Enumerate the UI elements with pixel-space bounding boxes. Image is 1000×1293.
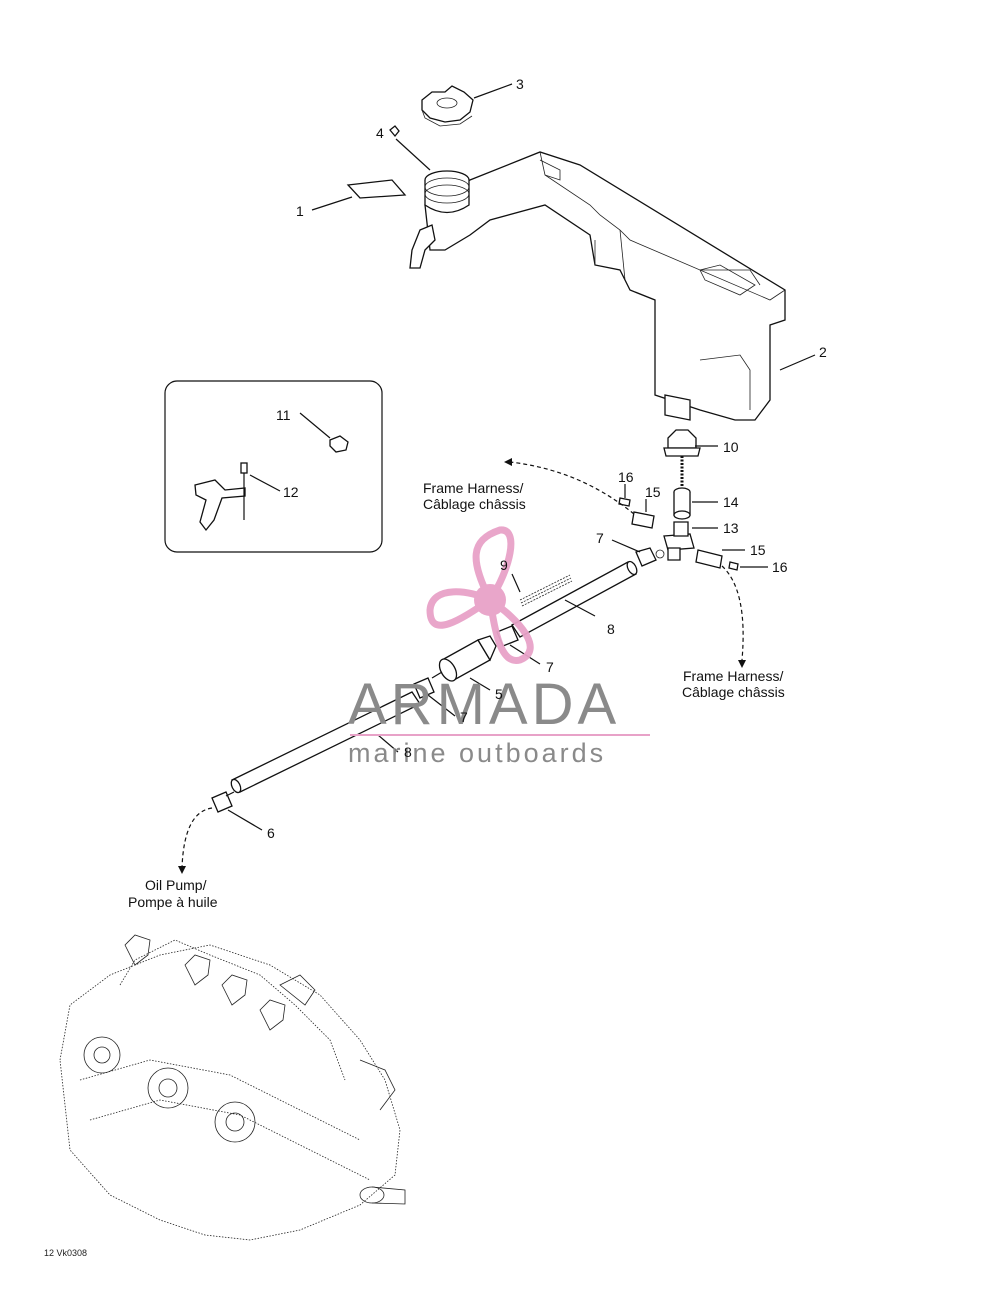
fitting-part-6 [211,791,235,813]
callout-10: 10 [723,439,739,455]
callout-16-left: 16 [618,469,634,485]
callout-5: 5 [495,686,503,702]
callout-4: 4 [376,125,384,141]
note-oil-pump-line2: Pompe à huile [128,894,218,910]
callout-13: 13 [723,520,739,536]
watermark-tagline: marine outboards [348,738,606,768]
callout-15-left: 15 [645,484,661,500]
callout-12: 12 [283,484,299,500]
detail-inset [164,380,383,553]
connector-right [695,549,739,571]
hose-lower [230,691,421,794]
armada-watermark: ARMADA marine outboards [348,526,650,768]
callout-7-bottom: 7 [460,709,468,725]
propeller-logo [426,526,534,664]
tank-cap [421,85,474,127]
note-frame-harness-left-line1: Frame Harness/ [423,480,523,496]
spring-part-9 [519,574,573,607]
callout-8-bottom: 8 [404,744,412,760]
clamp-part-7-lower [413,677,435,699]
note-frame-harness-right-line2: Câblage châssis [682,684,785,700]
note-frame-harness-right-line1: Frame Harness/ [683,668,783,684]
callout-11: 11 [276,407,291,423]
routing-notes: Frame Harness/ Câblage châssis Frame Har… [128,480,785,910]
callout-1: 1 [296,203,304,219]
callout-7-mid: 7 [546,659,554,675]
watermark-brand: ARMADA [348,672,620,737]
oil-filter [431,635,497,682]
routing-dashes [178,458,746,874]
engine-block [59,934,406,1241]
callout-8-top: 8 [607,621,615,637]
callout-2: 2 [819,344,827,360]
note-frame-harness-left-line2: Câblage châssis [423,496,526,512]
callout-9: 9 [500,557,508,573]
oil-level-sensor-assembly [663,429,701,561]
callout-16-right: 16 [772,559,788,575]
bracket-part-1 [346,179,407,199]
note-oil-pump-line1: Oil Pump/ [145,877,207,893]
callouts: 3 4 1 2 11 12 10 14 13 16 15 15 16 7 9 8… [267,76,827,841]
callout-6: 6 [267,825,275,841]
callout-3: 3 [516,76,524,92]
gasket-part-4 [389,125,400,138]
callout-15-right: 15 [750,542,766,558]
callout-7-top: 7 [596,530,604,546]
leader-lines [227,83,816,831]
callout-14: 14 [723,494,739,510]
connector-left [618,497,655,529]
oil-tank [409,151,786,421]
figure-code: 12 Vk0308 [44,1248,87,1258]
